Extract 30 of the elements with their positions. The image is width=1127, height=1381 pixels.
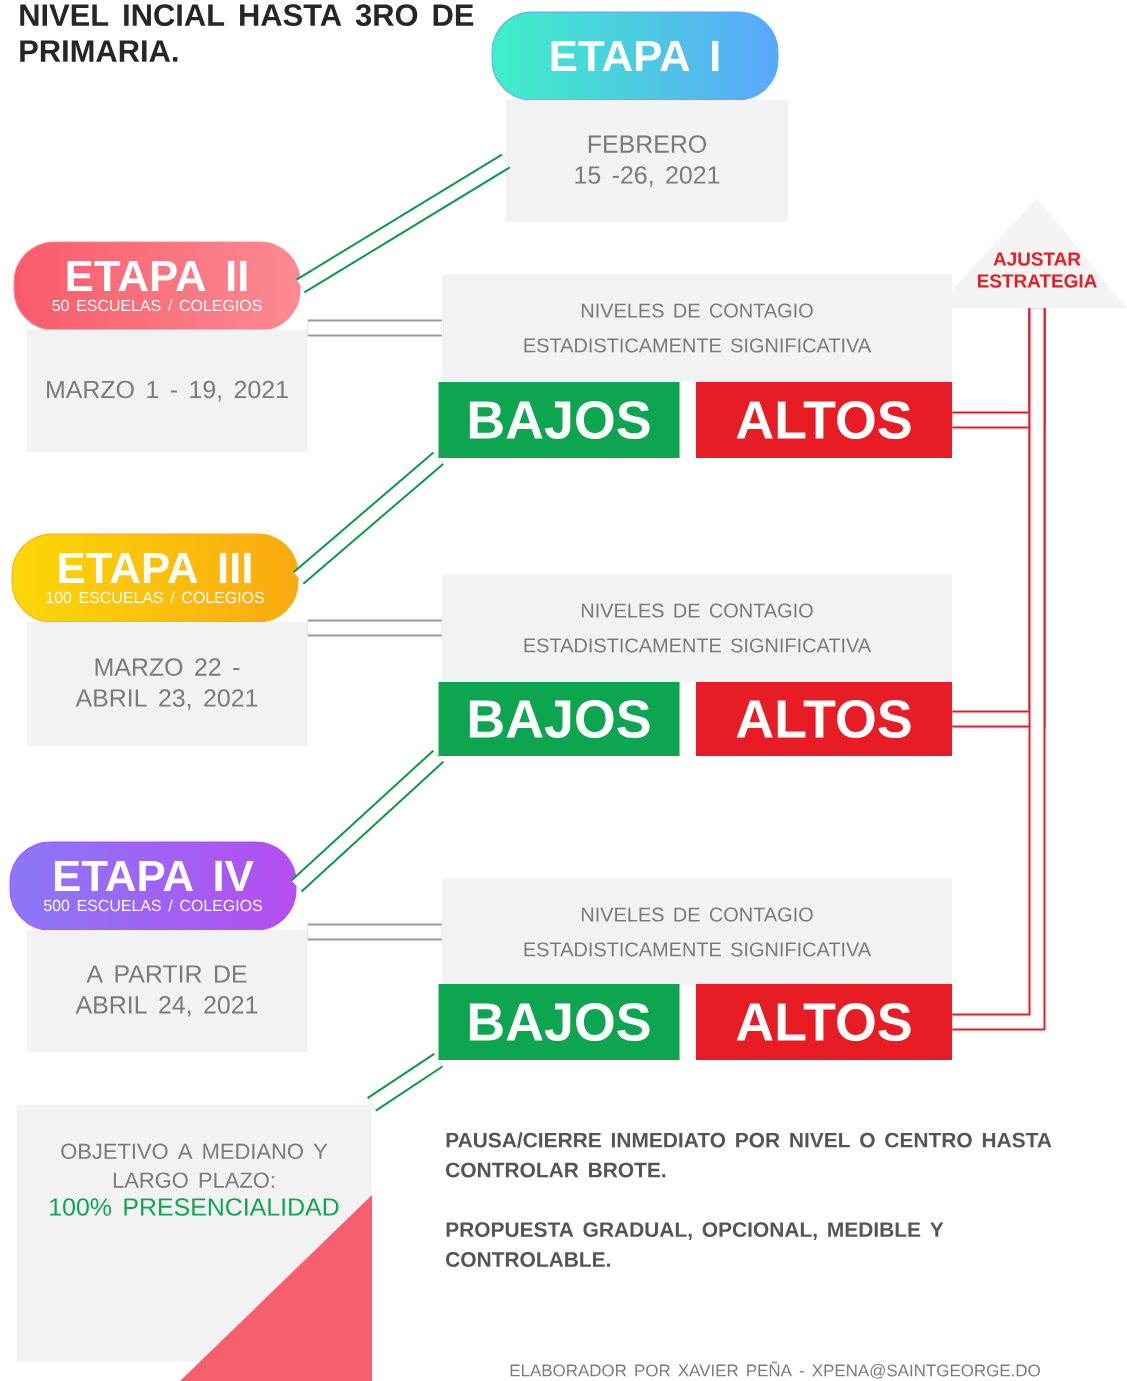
note-text: PAUSA/CIERRE INMEDIATO POR NIVEL O CENTRO HASTA CONTROLAR BROTE. [446, 1132, 1052, 1178]
date-box: MARZO 22 - ABRIL 23, 2021 [26, 622, 308, 746]
note-text: PROPUESTA GRADUAL, OPCIONAL, MEDIBLE Y CONTROLABLE. [446, 1222, 944, 1267]
low-level-box: BAJOS [438, 382, 680, 458]
high-level-box: ALTOS [696, 682, 952, 756]
contagion-box: NIVELES DE CONTAGIO ESTADISTICAMENTE SIGNIFICATIVA [442, 878, 952, 986]
connector [292, 451, 444, 585]
connector [307, 923, 442, 941]
low-level-box: BAJOS [438, 682, 680, 756]
contagion-box: NIVELES DE CONTAGIO ESTADISTICAMENTE SIGNIFICATIVA [442, 274, 952, 382]
adjust-triangle: AJUSTAR ESTRATEGIA [935, 198, 1127, 308]
contagion-box: NIVELES DE CONTAGIO ESTADISTICAMENTE SIGNIFICATIVA [442, 574, 952, 682]
high-level-box: ALTOS [696, 382, 952, 458]
connector [290, 749, 445, 893]
title: NIVEL INCIAL HASTA 3RO DE PRIMARIA. [20, 4, 474, 62]
stage-banner: ETAPA IV 500 ESCUELAS / COLEGIOS [9, 841, 297, 931]
date-box: MARZO 1 - 19, 2021 [26, 329, 308, 453]
low-level-box: BAJOS [438, 984, 680, 1060]
connector [296, 153, 511, 294]
connector [952, 308, 1046, 1031]
date-box: FEBRERO 15 -26, 2021 [506, 100, 788, 222]
connector [307, 319, 442, 337]
stage-banner: ETAPA II 50 ESCUELAS / COLEGIOS [13, 241, 301, 331]
date-box: A PARTIR DE ABRIL 24, 2021 [26, 930, 308, 1052]
credit-text: ELABORADOR POR XAVIER PEÑA - XPENA@SAINTGEORGE.DO [510, 1361, 1040, 1379]
stage-banner: ETAPA III 100 ESCUELAS / COLEGIOS [11, 533, 299, 623]
connector [307, 619, 442, 637]
stage-banner: ETAPA I [491, 11, 779, 101]
high-level-box: ALTOS [696, 984, 952, 1060]
connector [367, 1053, 443, 1112]
